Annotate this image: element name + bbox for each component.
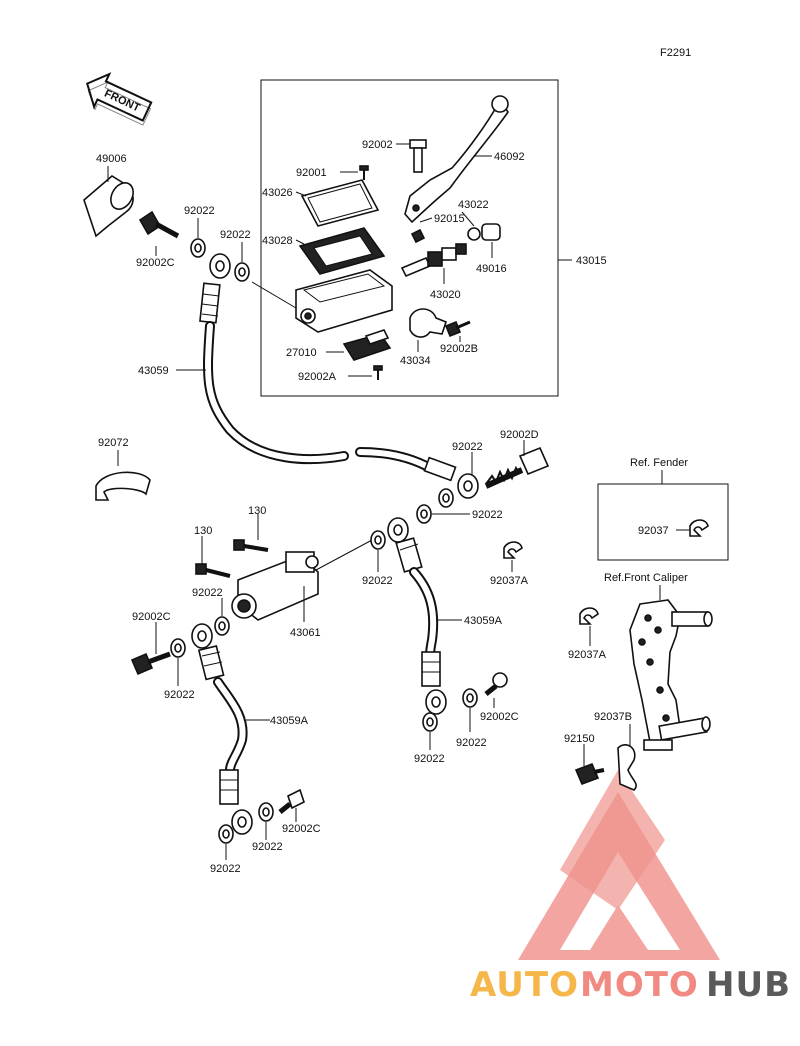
watermark-logo <box>518 770 720 960</box>
label-92002c-a: 92002C <box>136 257 175 269</box>
label-92037: 92037 <box>638 525 669 537</box>
brake-lever-part <box>404 95 509 224</box>
label-43034: 43034 <box>400 355 431 367</box>
brake-3way-joint-part <box>231 551 319 621</box>
diagram-id: F2291 <box>660 47 691 59</box>
banjo-bolt-3way-part <box>484 446 550 489</box>
watermark-hub: HUB <box>706 965 791 1005</box>
label-92037a-a: 92037A <box>490 575 529 587</box>
clamp-bolt-part <box>444 320 471 338</box>
label-92002c-b: 92002C <box>132 611 171 623</box>
banjo-bolt-left-lower-part <box>278 788 305 814</box>
label-92150: 92150 <box>564 733 595 745</box>
label-27010: 27010 <box>286 347 317 359</box>
watermark-moto: MOTO <box>580 965 699 1005</box>
bracket-bolt-part <box>574 762 605 786</box>
banjo-bolt-upper-part <box>138 210 180 239</box>
watermark-auto: AUTO <box>470 965 579 1005</box>
label-92002c-c: 92002C <box>480 711 519 723</box>
clip-a-part <box>503 541 523 559</box>
label-92002b: 92002B <box>440 343 478 355</box>
clip-b-part <box>579 607 599 625</box>
label-92002a: 92002A <box>298 371 337 383</box>
right-brake-hose-part <box>387 517 447 715</box>
label-92022-a: 92022 <box>184 205 215 217</box>
label-92022-d: 92022 <box>472 509 503 521</box>
clamp-part <box>409 308 447 338</box>
caliper-bracket-part <box>629 599 713 751</box>
cap-screw-part <box>359 165 369 180</box>
label-43061: 43061 <box>290 627 321 639</box>
label-92022-h: 92022 <box>456 737 487 749</box>
label-49006: 49006 <box>96 153 127 165</box>
pivot-bolt-part <box>409 139 427 173</box>
label-92022-f: 92022 <box>362 575 393 587</box>
label-92037b: 92037B <box>594 711 632 723</box>
label-46092: 46092 <box>494 151 525 163</box>
label-92022-e: 92022 <box>192 587 223 599</box>
label-92002-top: 92002 <box>362 139 393 151</box>
label-43020: 43020 <box>430 289 461 301</box>
label-92022-g: 92022 <box>164 689 195 701</box>
mount-bolt-a-part <box>233 539 269 552</box>
label-43022: 43022 <box>458 199 489 211</box>
piston-assembly-part <box>400 243 467 278</box>
reservoir-cap-part <box>300 179 380 227</box>
label-92072: 92072 <box>98 437 129 449</box>
boot-part <box>467 227 481 241</box>
front-arrow-icon: FRONT <box>85 72 153 126</box>
label-92002c-d: 92002C <box>282 823 321 835</box>
nut-part <box>410 228 426 244</box>
ref-fender-label: Ref. Fender <box>630 457 688 469</box>
label-43026: 43026 <box>262 187 293 199</box>
hose-clamp-part <box>95 471 151 501</box>
banjo-bolt-left-part <box>130 651 171 676</box>
label-92002d: 92002D <box>500 429 539 441</box>
mount-bolt-b-part <box>195 563 231 578</box>
fender-clip-part <box>689 519 709 537</box>
label-130-a: 130 <box>248 505 266 517</box>
label-43059a-b: 43059A <box>270 715 309 727</box>
label-43059: 43059 <box>138 365 169 377</box>
master-cylinder-group-box <box>260 79 559 397</box>
label-92022-i: 92022 <box>414 753 445 765</box>
piston-boot-part <box>481 223 501 241</box>
label-43059a-a: 43059A <box>464 615 503 627</box>
label-92015: 92015 <box>434 213 465 225</box>
ref-caliper-label: Ref.Front Caliper <box>604 572 688 584</box>
label-49016: 49016 <box>476 263 507 275</box>
label-43015: 43015 <box>576 255 607 267</box>
label-92022-j: 92022 <box>252 841 283 853</box>
ref-fender-box <box>597 483 729 561</box>
clip-b2-part <box>617 744 637 791</box>
label-130-b: 130 <box>194 525 212 537</box>
switch-screw-part <box>373 365 383 380</box>
left-brake-hose-part <box>191 623 253 835</box>
label-92022-c: 92022 <box>452 441 483 453</box>
label-92022-k: 92022 <box>210 863 241 875</box>
label-92022-b: 92022 <box>220 229 251 241</box>
master-cylinder-body-part <box>295 269 393 333</box>
label-92001: 92001 <box>296 167 327 179</box>
main-brake-hose-part <box>199 253 479 499</box>
label-43028: 43028 <box>262 235 293 247</box>
banjo-cover-part <box>83 175 134 238</box>
banjo-bolt-right-part <box>484 672 508 696</box>
brake-switch-part <box>342 329 392 361</box>
label-92037a-b: 92037A <box>568 649 607 661</box>
